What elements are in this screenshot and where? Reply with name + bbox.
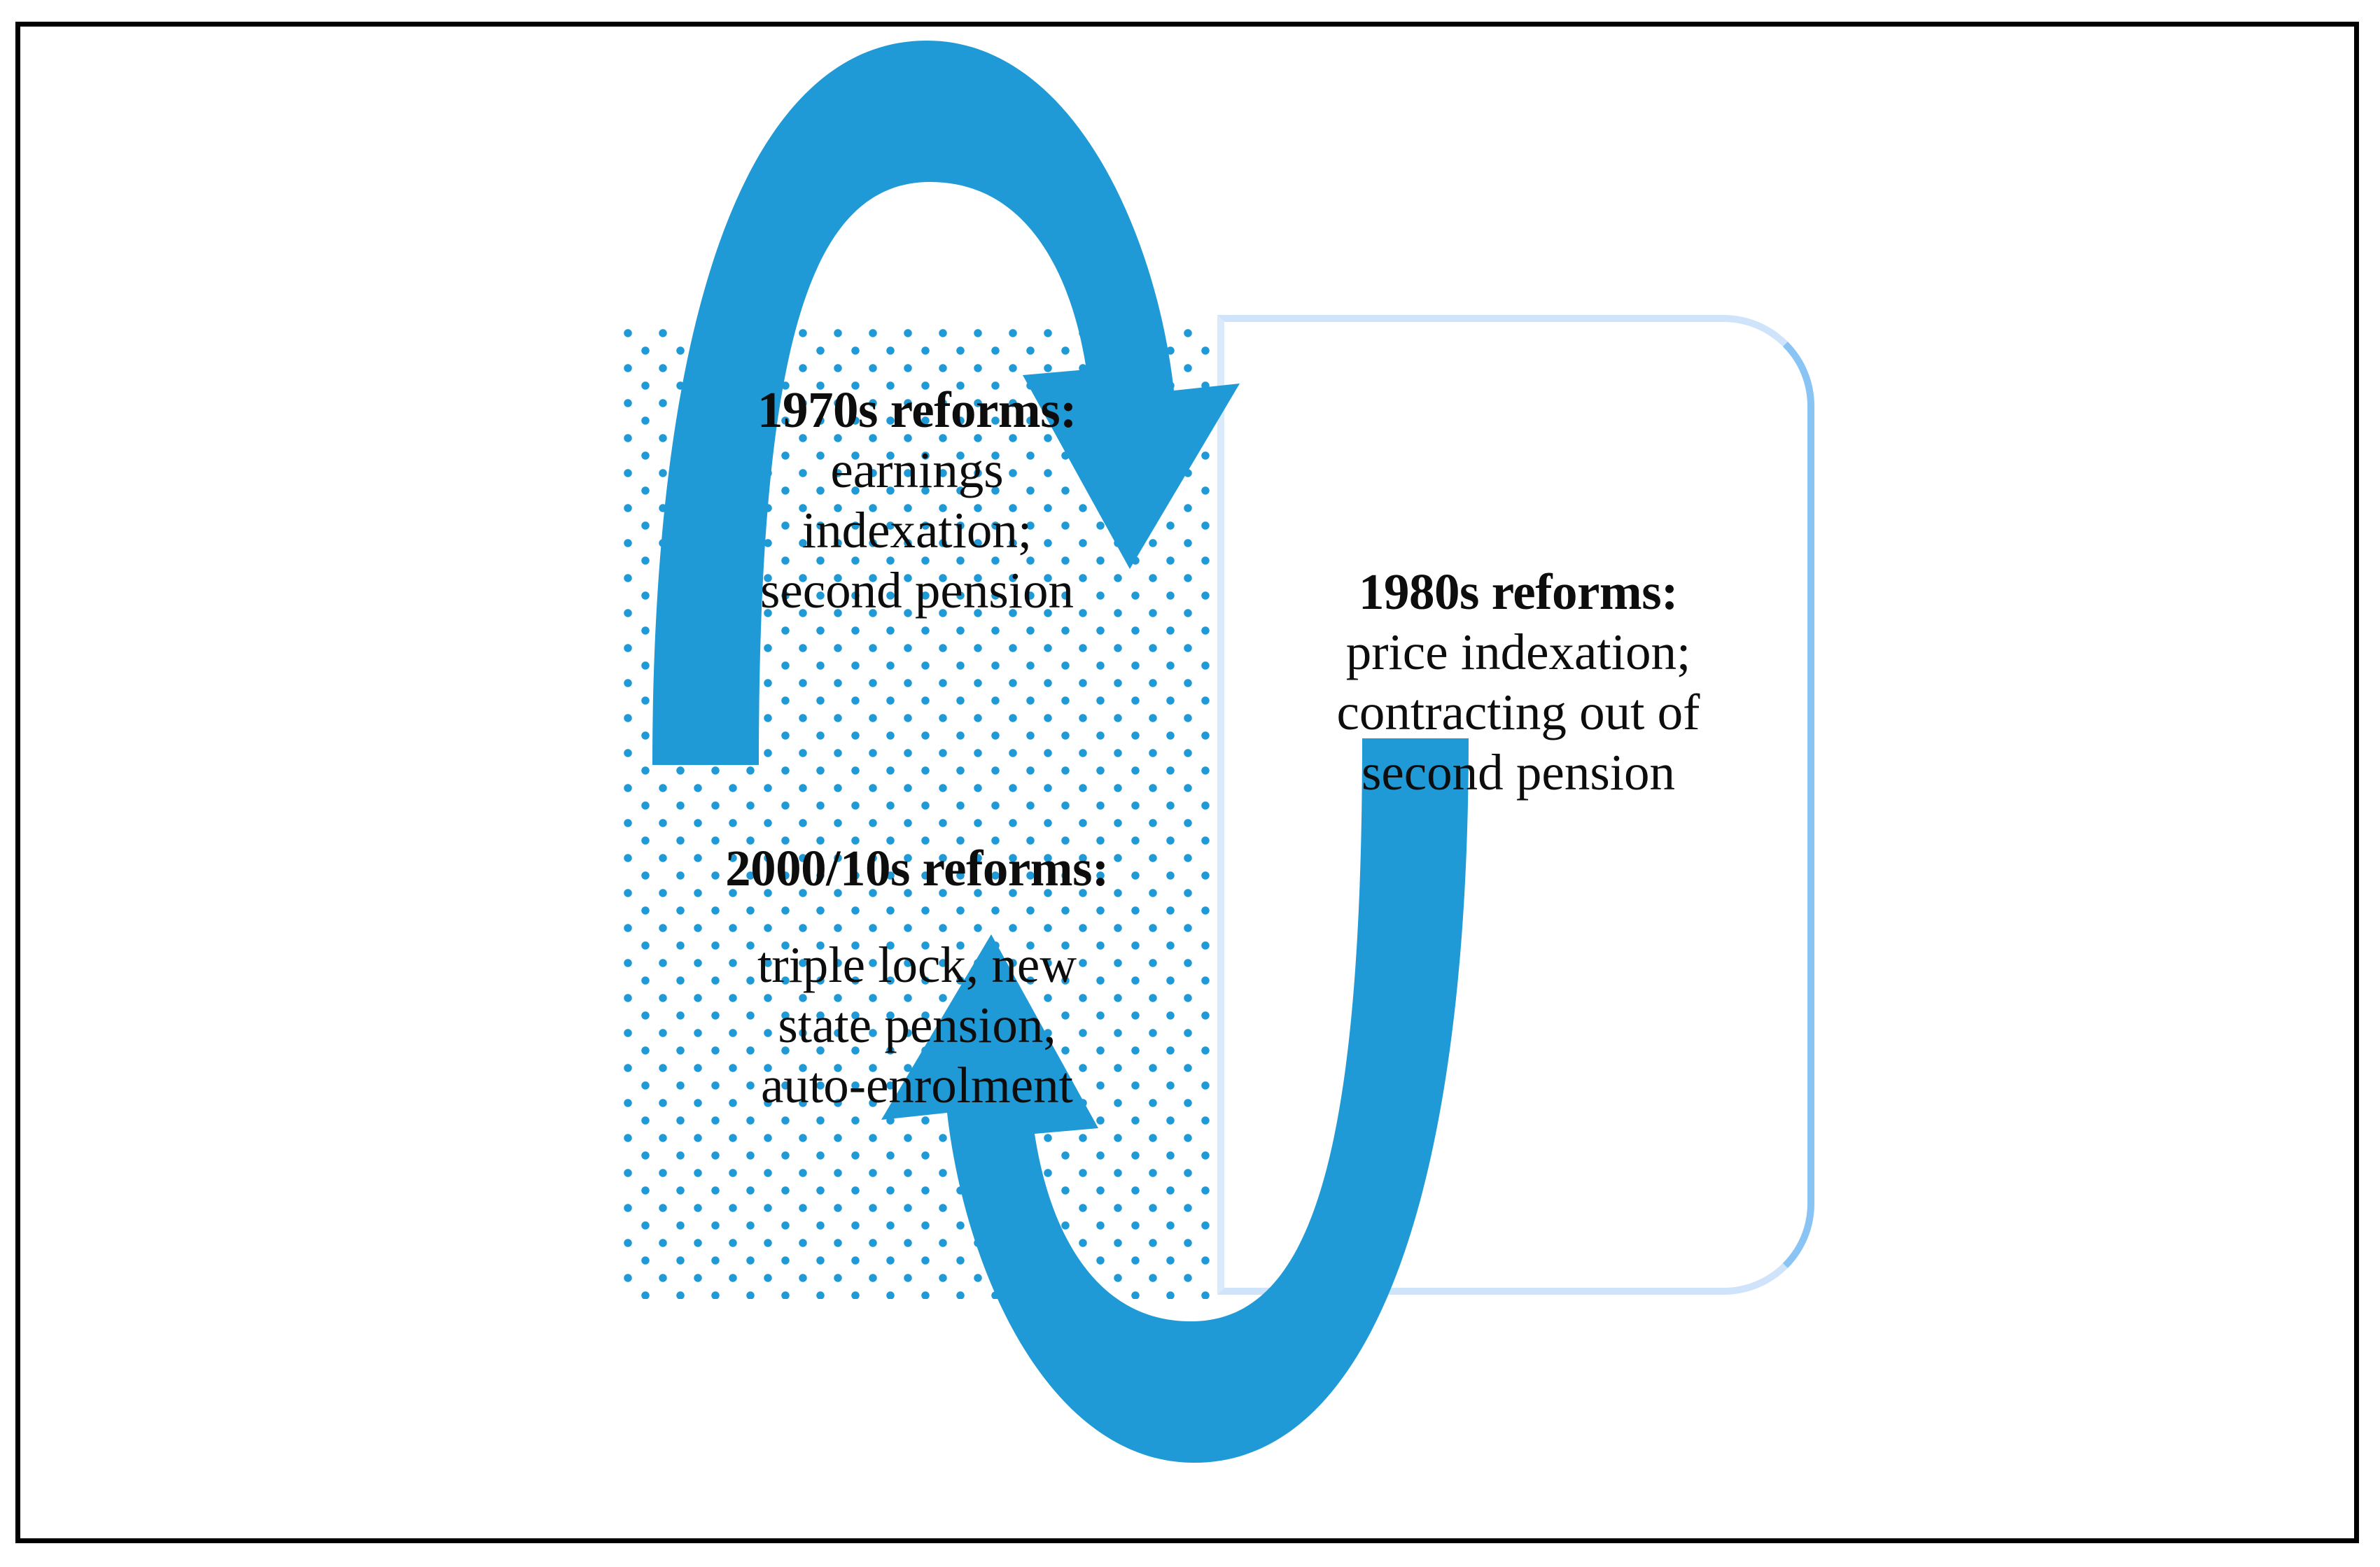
right-outlined-panel: [1217, 315, 1814, 1295]
heading-1970s: 1970s reforms:: [757, 381, 1077, 438]
figure-frame: 1970s reforms: earnings indexation; seco…: [15, 22, 2359, 1543]
text-block-1980s: 1980s reforms: price indexation; contrac…: [1228, 562, 1809, 803]
line-1980s-2: contracting out of: [1336, 684, 1700, 741]
line-1980s-1: price indexation;: [1345, 624, 1691, 681]
line-1970s-3: second pension: [760, 562, 1074, 619]
text-block-2000s: 2000/10s reforms: triple lock, new state…: [624, 838, 1210, 1116]
diagram-canvas: 1970s reforms: earnings indexation; seco…: [20, 27, 2354, 1538]
line-2000s-2: state pension,: [778, 997, 1056, 1054]
heading-2000s: 2000/10s reforms:: [725, 840, 1109, 897]
line-1970s-1: earnings: [830, 442, 1004, 499]
heading-1980s: 1980s reforms:: [1359, 563, 1678, 620]
line-2000s-3: auto-enrolment: [761, 1057, 1073, 1114]
line-1970s-2: indexation;: [802, 502, 1032, 559]
text-block-1970s: 1970s reforms: earnings indexation; seco…: [624, 380, 1210, 621]
line-1980s-3: second pension: [1361, 744, 1676, 801]
line-2000s-1: triple lock, new: [757, 936, 1077, 994]
spacer: [624, 899, 1210, 935]
